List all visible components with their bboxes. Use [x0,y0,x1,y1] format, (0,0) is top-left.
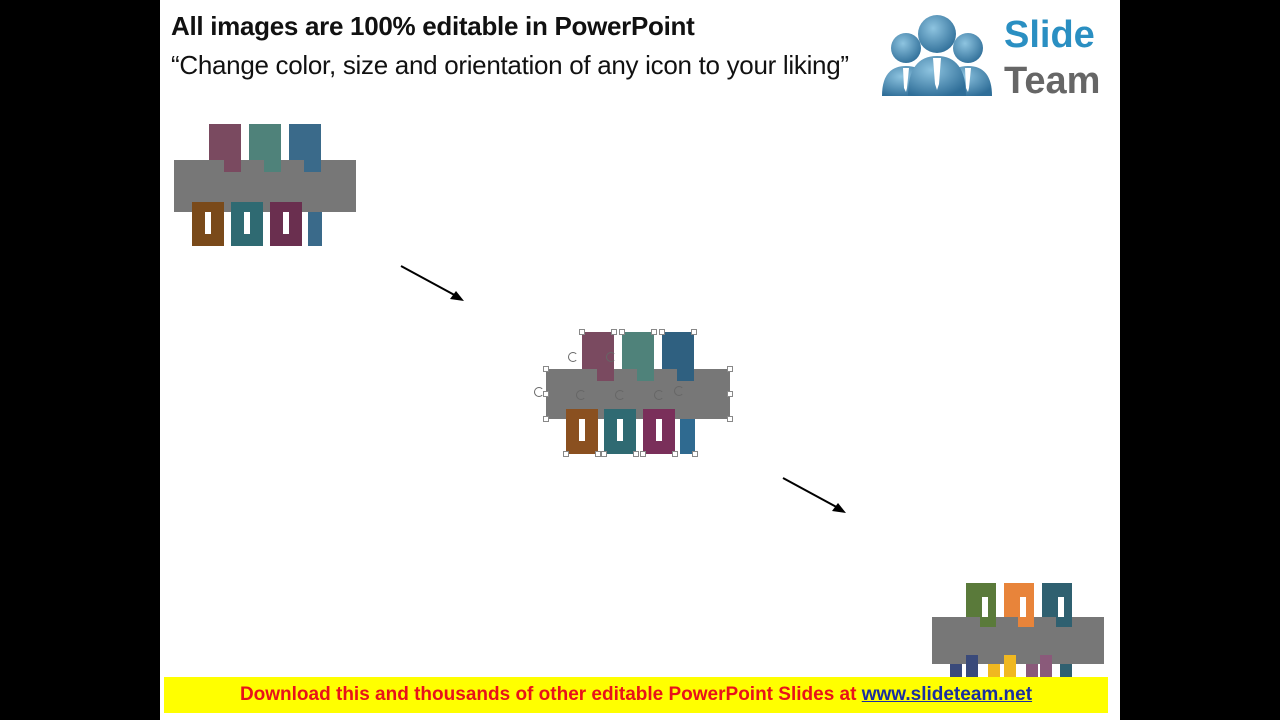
bottom-link-2b[interactable] [1004,655,1016,679]
selection-handle[interactable] [619,329,625,335]
bottom-link-3[interactable] [1026,664,1038,679]
gap [1020,597,1026,619]
top-link-3-tail [677,369,694,381]
logo-text-slide: Slide [1004,14,1095,56]
selection-handle[interactable] [611,329,617,335]
rotate-handle-icon[interactable] [615,390,625,400]
gap [1058,597,1064,619]
selection-handle[interactable] [579,329,585,335]
interlock-graphic-recolored[interactable] [932,583,1104,679]
top-link-1-tail [980,617,996,627]
slide-title: All images are 100% editable in PowerPoi… [171,11,695,41]
bottom-link-4[interactable] [680,419,695,454]
three-people-icon [882,15,992,96]
top-link-1-tail [224,160,241,172]
slideteam-logo: Slide Team [878,10,1108,105]
gap [244,212,250,234]
gap [617,419,623,441]
selection-handle[interactable] [691,329,697,335]
top-link-1-tail [597,369,614,381]
top-link-2-tail [637,369,654,381]
selection-handle[interactable] [672,451,678,457]
footer-banner: Download this and thousands of other edi… [164,677,1108,713]
top-link-2-tail [1018,617,1034,627]
selection-handle[interactable] [601,451,607,457]
bottom-link-4[interactable] [308,212,322,246]
selection-handle[interactable] [563,451,569,457]
top-link-2-tail [264,160,281,172]
slide: All images are 100% editable in PowerPoi… [160,0,1120,720]
selection-handle[interactable] [659,329,665,335]
gap [982,597,988,619]
rotate-handle-icon[interactable] [534,387,544,397]
selection-handle[interactable] [727,366,733,372]
bottom-link-4[interactable] [1060,664,1072,679]
selection-handle[interactable] [633,451,639,457]
arrow-down-right-icon [400,265,464,301]
bottom-link-1b[interactable] [966,655,978,679]
bottom-link-3b[interactable] [1040,655,1052,679]
gap [283,212,289,234]
selection-handle[interactable] [640,451,646,457]
gap [205,212,211,234]
rotate-handle-icon[interactable] [654,390,664,400]
gap [656,419,662,441]
slide-subtitle: “Change color, size and orientation of a… [171,50,849,80]
interlock-graphic-original[interactable] [174,124,356,248]
selection-handle[interactable] [727,391,733,397]
selection-handle[interactable] [543,366,549,372]
rotate-handle-icon[interactable] [576,390,586,400]
footer-text: Download this and thousands of other edi… [239,684,862,705]
selection-handle[interactable] [543,416,549,422]
rotate-handle-icon[interactable] [674,386,684,396]
gap [579,419,585,441]
selection-handle[interactable] [651,329,657,335]
arrow-down-right-icon [782,477,846,513]
selection-handle[interactable] [727,416,733,422]
selection-handle[interactable] [692,451,698,457]
interlock-graphic-selected[interactable] [534,329,733,457]
bottom-link-1[interactable] [950,664,962,679]
rotate-handle-icon[interactable] [568,352,578,362]
selection-handle[interactable] [595,451,601,457]
logo-text-team: Team [1004,60,1101,102]
bottom-link-2[interactable] [988,664,1000,679]
footer-link[interactable]: www.slideteam.net [861,684,1033,705]
rotate-handle-icon[interactable] [606,352,616,362]
top-link-3-tail [1056,617,1072,627]
top-link-3-tail [304,160,321,172]
